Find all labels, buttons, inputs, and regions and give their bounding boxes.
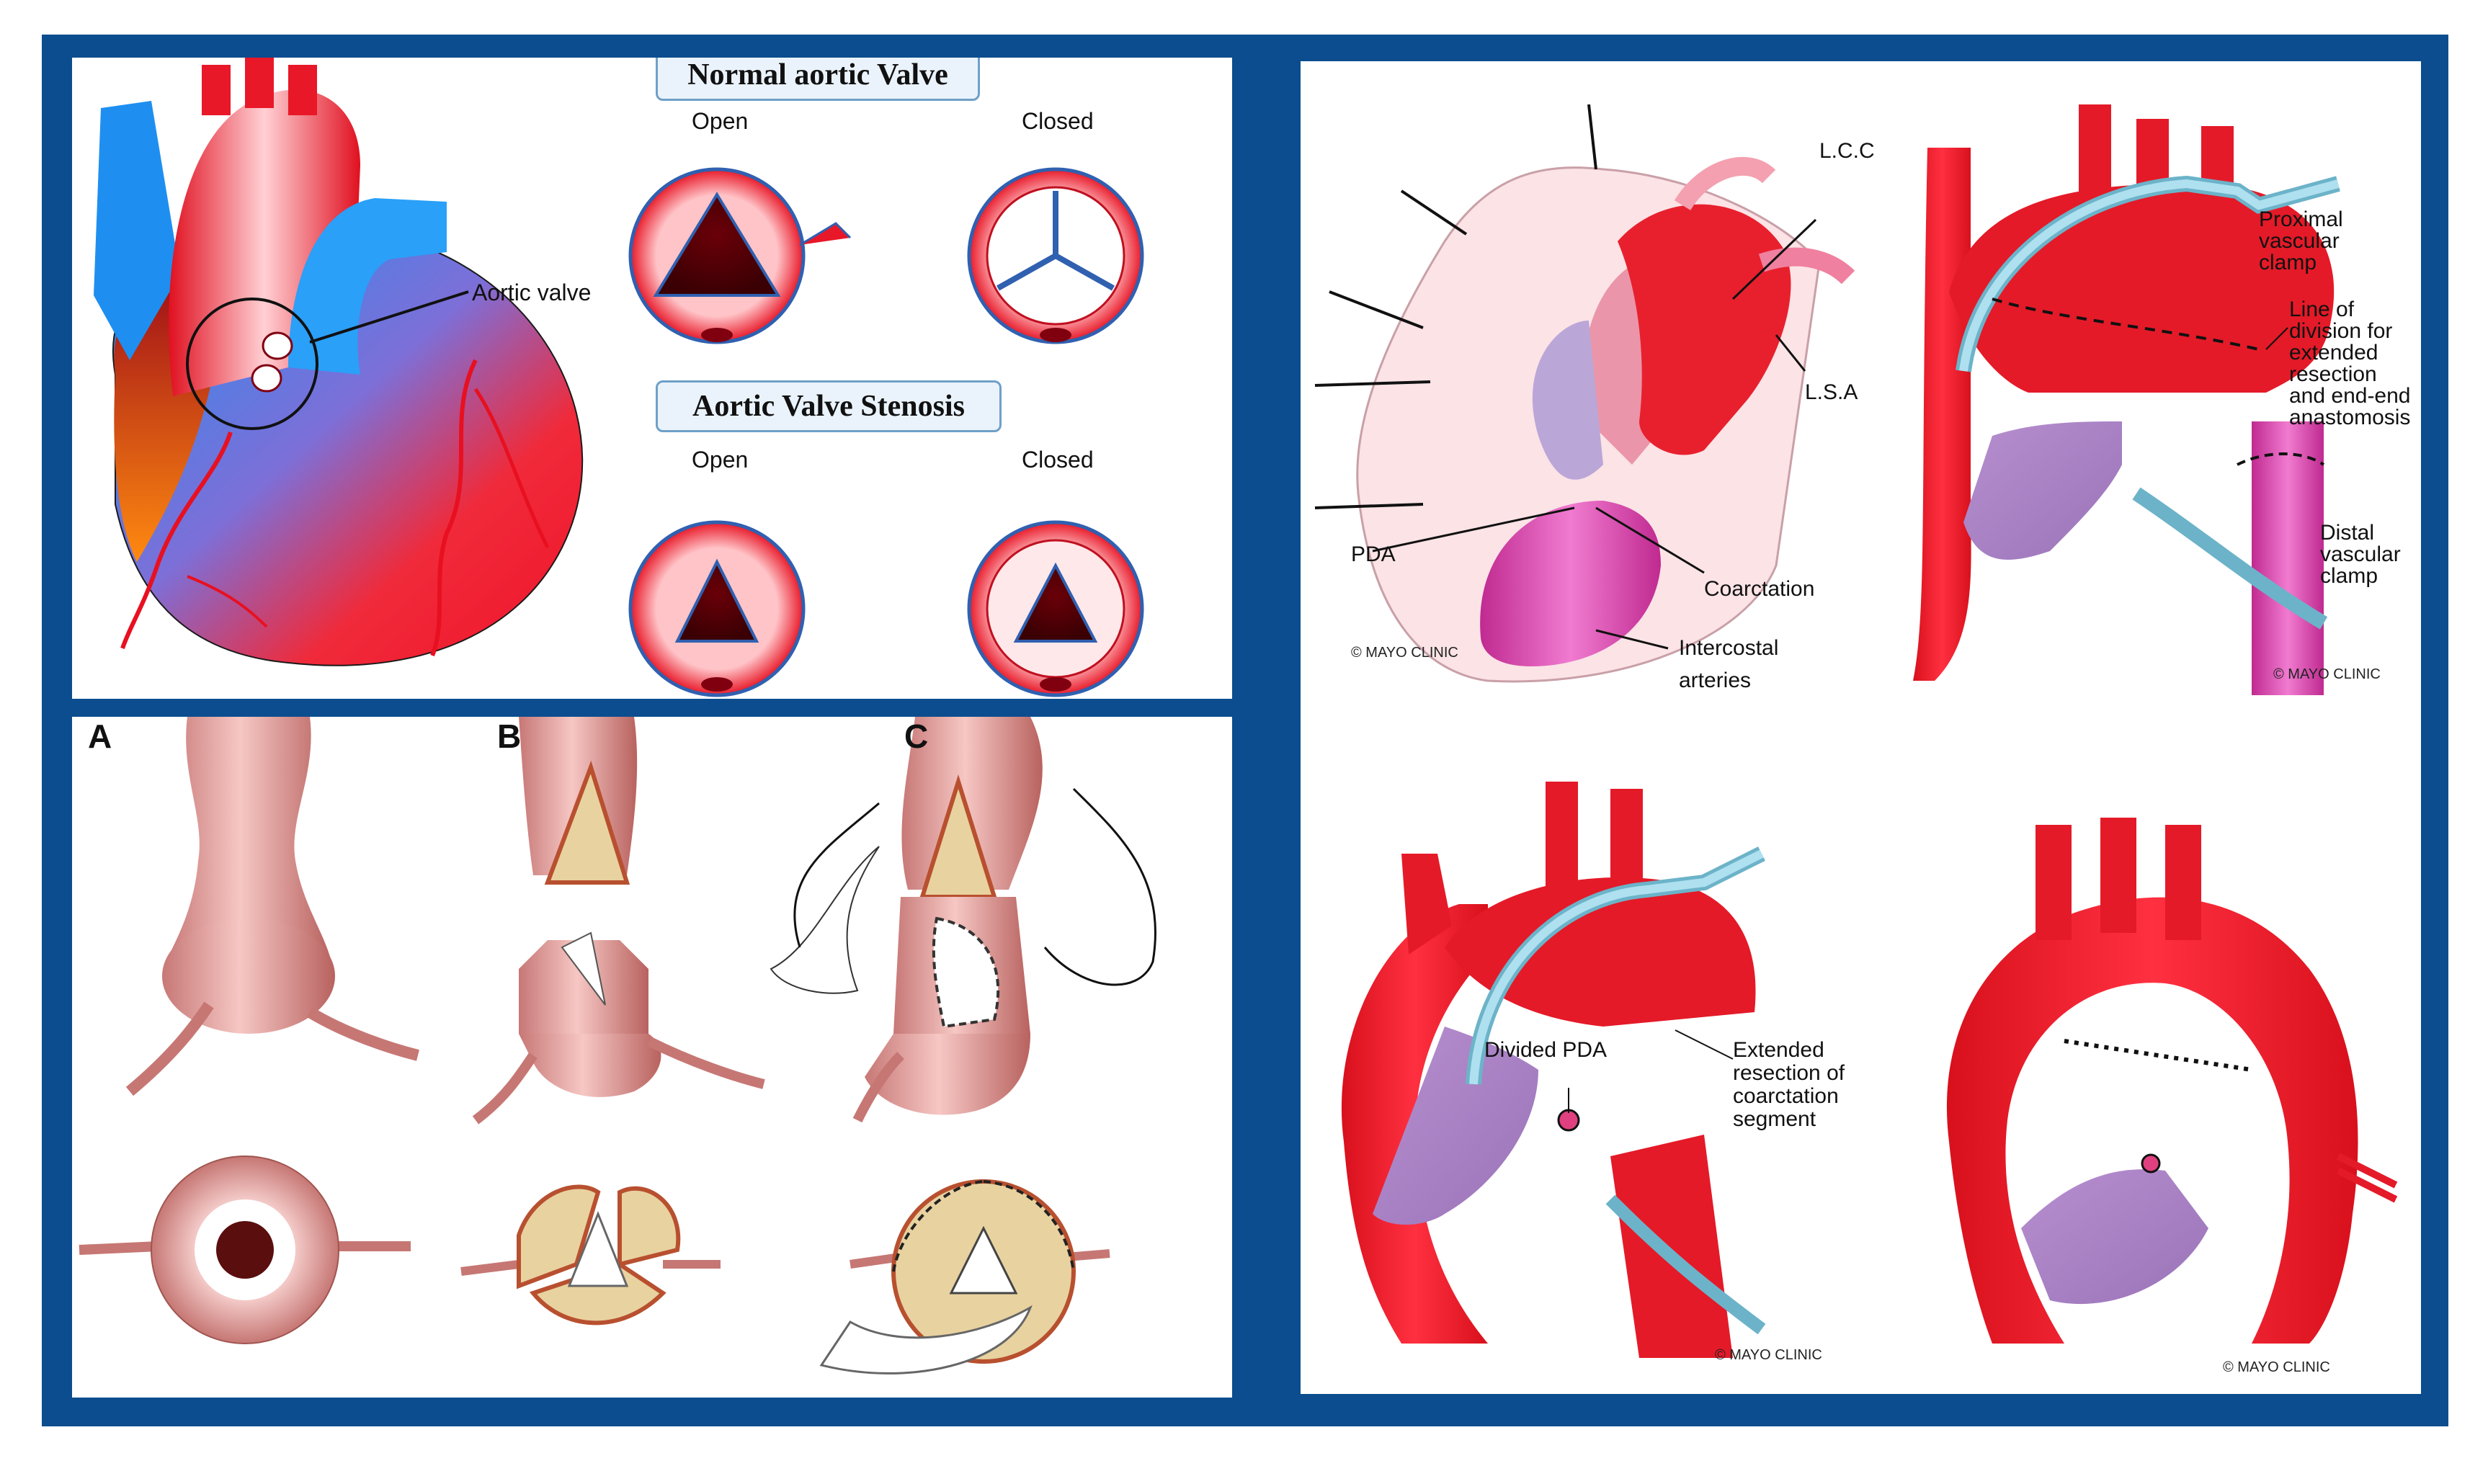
valve-normal-open xyxy=(628,167,852,344)
mayo-credit-4: © MAYO CLINIC xyxy=(2223,1359,2330,1375)
heart-illustration xyxy=(94,58,1144,697)
coarctation-illustration xyxy=(1314,104,2398,1358)
normal-closed-label: Closed xyxy=(1022,108,1094,134)
step2-clamps xyxy=(1913,104,2340,695)
step3-resection xyxy=(1341,782,1766,1358)
stenosis-open-label: Open xyxy=(692,447,749,473)
aortic-valve-panel: Aortic valve Normal aortic Valve Open Cl… xyxy=(72,58,1232,699)
label-coarctation: Coarctation xyxy=(1704,577,1815,601)
label-line-6: anastomosis xyxy=(2289,406,2411,429)
label-line-5: and end-end xyxy=(2289,384,2411,408)
label-extended-3: coarctation xyxy=(1733,1084,1839,1108)
coarctation-repair-panel: L.C.C L.S.A PDA Coarctation Intercostal … xyxy=(1301,61,2421,1394)
label-distal-3: clamp xyxy=(2320,564,2378,588)
label-proximal-1: Proximal xyxy=(2259,207,2343,231)
mayo-credit-1: © MAYO CLINIC xyxy=(1351,645,1458,661)
label-distal-2: vascular xyxy=(2320,542,2401,566)
label-line-2: division for xyxy=(2289,319,2393,343)
label-proximal-3: clamp xyxy=(2259,251,2317,274)
label-lcc: L.C.C xyxy=(1819,139,1875,163)
label-distal-1: Distal xyxy=(2320,521,2375,545)
label-extended-4: segment xyxy=(1733,1107,1816,1131)
step1-exposure xyxy=(1314,104,1855,683)
aortic-valve-label: Aortic valve xyxy=(472,280,592,305)
label-line-1: Line of xyxy=(2289,298,2355,321)
label-lsa: L.S.A xyxy=(1805,380,1858,404)
valve-repair-panel: A B C xyxy=(72,717,1232,1398)
mayo-credit-3: © MAYO CLINIC xyxy=(1715,1347,1822,1363)
label-divided-pda: Divided PDA xyxy=(1484,1038,1608,1062)
label-proximal-2: vascular xyxy=(2259,229,2340,253)
valve-stenosis-open xyxy=(628,520,806,697)
stenosis-title: Aortic Valve Stenosis xyxy=(656,380,1002,432)
label-line-3: extended xyxy=(2289,341,2378,365)
valve-repair-illustration xyxy=(79,717,1156,1375)
label-c: C xyxy=(904,718,929,755)
label-b: B xyxy=(497,718,522,755)
normal-open-label: Open xyxy=(692,108,749,134)
stenosis-closed-label: Closed xyxy=(1022,447,1094,473)
valve-normal-closed xyxy=(967,167,1144,344)
label-line-4: resection xyxy=(2289,362,2377,386)
label-extended-1: Extended xyxy=(1733,1038,1824,1062)
mayo-credit-2: © MAYO CLINIC xyxy=(2273,666,2381,682)
label-extended-2: resection of xyxy=(1733,1061,1845,1085)
step4-anastomosis xyxy=(1946,818,2398,1344)
label-a: A xyxy=(88,718,112,755)
label-intercostal-2: arteries xyxy=(1679,669,1752,692)
valve-stenosis-closed xyxy=(967,520,1144,697)
normal-valve-title: Normal aortic Valve xyxy=(656,58,980,101)
label-pda: PDA xyxy=(1351,542,1396,566)
label-intercostal-1: Intercostal xyxy=(1679,636,1779,660)
